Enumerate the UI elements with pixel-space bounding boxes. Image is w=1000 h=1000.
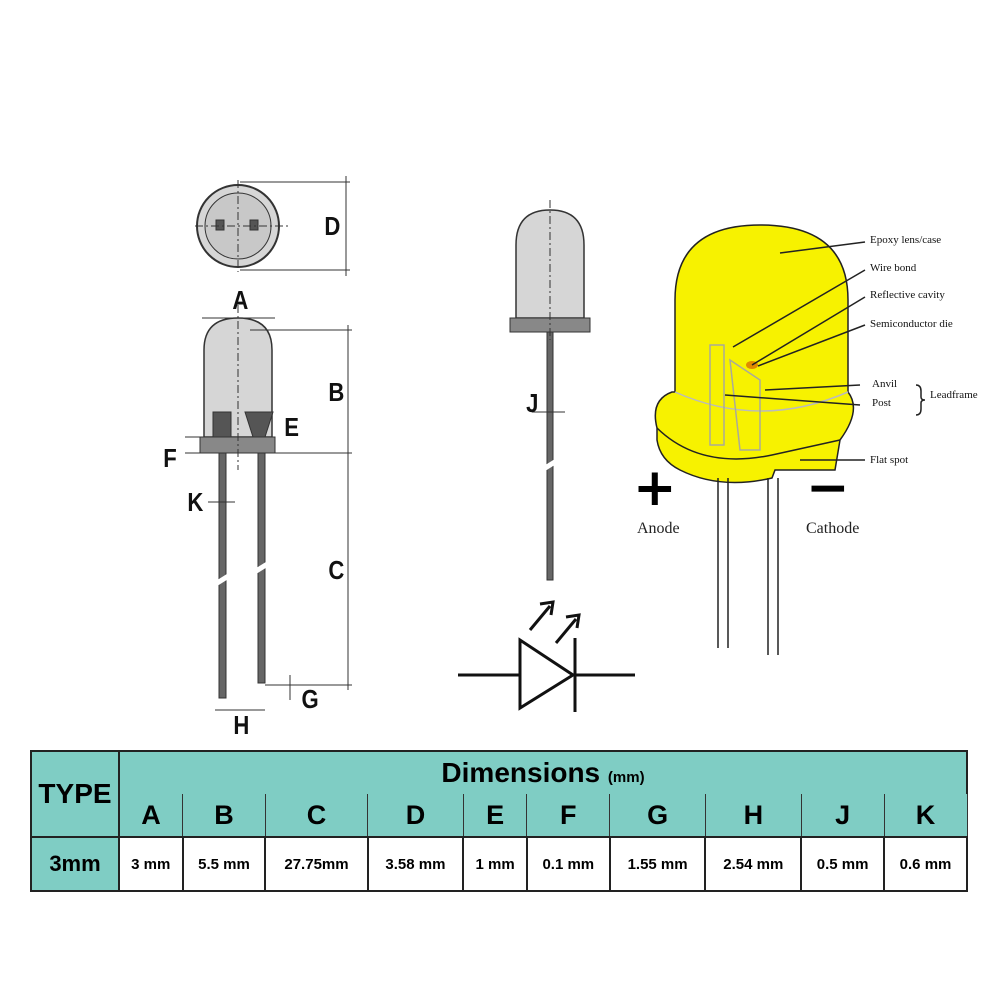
callout-reflective-cavity: Reflective cavity — [870, 289, 945, 301]
side-view-2 — [509, 200, 591, 581]
dim-label-k: K — [187, 487, 204, 517]
top-view — [195, 176, 350, 276]
row-type: 3mm — [30, 836, 120, 892]
col-header: K — [883, 794, 968, 838]
plus-sign: + — [633, 458, 677, 518]
col-header: D — [367, 794, 464, 838]
type-header: TYPE — [30, 750, 120, 838]
callout-flat-spot: Flat spot — [870, 454, 909, 466]
cell: 1.55 mm — [608, 836, 707, 892]
anode-label: Anode — [637, 520, 680, 537]
cell: 3 mm — [118, 836, 184, 892]
callout-semiconductor-die: Semiconductor die — [870, 318, 953, 330]
table-row: 3mm 3 mm 5.5 mm 27.75mm 3.58 mm 1 mm 0.1… — [30, 836, 968, 892]
cell: 0.1 mm — [525, 836, 611, 892]
cell: 0.6 mm — [883, 836, 968, 892]
cell: 0.5 mm — [800, 836, 886, 892]
col-header: H — [704, 794, 802, 838]
callout-epoxy: Epoxy lens/case — [870, 234, 942, 246]
callout-post: Post — [872, 397, 891, 409]
cell: 2.54 mm — [704, 836, 803, 892]
dim-label-b: B — [328, 377, 345, 407]
diode-symbol — [458, 600, 635, 712]
dim-label-d: D — [324, 211, 341, 241]
cathode-label: Cathode — [806, 520, 860, 537]
callout-leadframe: Leadframe — [930, 389, 978, 401]
cell: 5.5 mm — [181, 836, 267, 892]
unit-label: (mm) — [607, 769, 645, 786]
col-header: A — [118, 794, 184, 838]
dimensions-title-text: Dimensions — [441, 757, 601, 788]
side-view — [185, 305, 352, 711]
dim-label-e: E — [284, 412, 300, 442]
dim-label-f: F — [163, 443, 177, 473]
dim-label-h: H — [233, 710, 250, 740]
col-header: F — [526, 794, 611, 838]
dimensions-title: Dimensions (mm) — [118, 750, 968, 794]
callout-wire-bond: Wire bond — [870, 262, 917, 274]
col-header: G — [609, 794, 706, 838]
dim-label-g: G — [301, 684, 319, 714]
cell: 27.75mm — [264, 836, 369, 892]
dimensions-table: TYPE Dimensions (mm) A B C D E F G H J K… — [30, 750, 968, 892]
col-header: J — [800, 794, 885, 838]
dim-label-j: J — [526, 388, 539, 418]
yellow-led — [654, 224, 926, 655]
col-header: E — [462, 794, 528, 838]
col-header: C — [264, 794, 369, 838]
minus-sign: − — [806, 458, 850, 518]
cell: 1 mm — [462, 836, 528, 892]
dim-label-a: A — [232, 285, 249, 315]
callout-anvil: Anvil — [872, 378, 898, 390]
cell: 3.58 mm — [366, 836, 465, 892]
col-header: B — [182, 794, 266, 838]
dim-label-c: C — [328, 555, 345, 585]
